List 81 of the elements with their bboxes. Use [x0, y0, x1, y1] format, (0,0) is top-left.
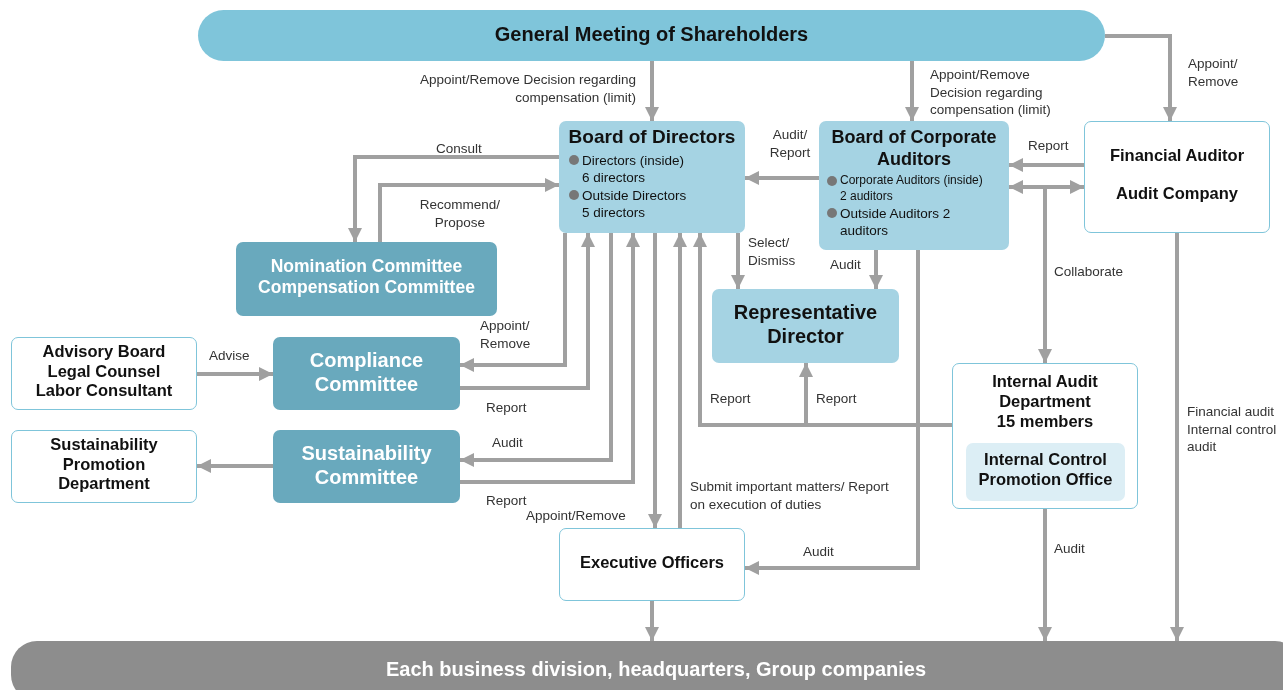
- member-count: Outside Directors 5 directors: [582, 186, 688, 222]
- edge-label: Appoint/Remove: [526, 508, 626, 525]
- edge-label: Audit: [830, 256, 861, 274]
- edge-label: Advise: [209, 347, 250, 365]
- organization-box: [559, 528, 745, 601]
- edge-label: Financial audit Internal control audit: [1187, 403, 1278, 456]
- arrow: [745, 171, 819, 185]
- arrow: [460, 233, 567, 372]
- node-text: Legal Counsel: [47, 361, 161, 382]
- edge-label: Report: [816, 390, 857, 408]
- node-title: Internal Audit Department: [991, 372, 1099, 412]
- arrow: [460, 233, 640, 484]
- node-title: Sustainability Promotion Department: [49, 434, 159, 495]
- arrow: [1038, 509, 1052, 641]
- business-band: [11, 641, 1283, 690]
- node-title: General Meeting of Shareholders: [494, 21, 809, 46]
- arrow: [1009, 185, 1052, 363]
- arrow: [197, 367, 273, 381]
- node-title: Each business division, headquarters, Group companies: [385, 657, 927, 681]
- node-title: Board of Corporate Auditors: [830, 127, 998, 171]
- committee-box: [273, 337, 460, 410]
- arrow: [905, 61, 919, 121]
- organ-box: [712, 289, 899, 363]
- node-title: Executive Officers: [580, 552, 724, 573]
- node-text: Compensation Committee: [258, 277, 475, 298]
- edge-label: Appoint/Remove Decision regarding compensation (limit): [930, 66, 1052, 119]
- arrow: [745, 250, 920, 575]
- edge-label: Select/ Dismiss: [748, 234, 797, 270]
- node-title: Board of Directors: [568, 126, 736, 149]
- arrow: [1009, 158, 1084, 172]
- edge-label: Collaborate: [1054, 263, 1124, 281]
- node-title: Sustainability Committee: [300, 440, 433, 489]
- node-text: Labor Consultant: [35, 381, 173, 402]
- node-title: Nomination Committee: [270, 256, 463, 277]
- organization-box: [952, 363, 1138, 509]
- node-text: Audit Company: [1116, 184, 1238, 204]
- node-title: Advisory Board: [42, 341, 166, 362]
- node-text: 15 members: [996, 411, 1094, 432]
- edge-label: Appoint/Remove Decision regarding compensation (limit): [418, 71, 636, 107]
- arrow: [197, 459, 273, 473]
- node-title: Representative Director: [732, 300, 879, 348]
- committee-box: [273, 430, 460, 503]
- edge-label: Report: [1028, 137, 1069, 155]
- edge-label: Report: [486, 399, 527, 417]
- arrow: [731, 233, 745, 289]
- arrow: [869, 250, 883, 289]
- member-count: Corporate Auditors (inside) 2 auditors: [840, 173, 984, 205]
- edge-label: Report: [486, 492, 527, 510]
- arrow: [645, 61, 659, 121]
- committee-box: [236, 242, 497, 316]
- meeting-banner: [198, 10, 1105, 61]
- edge-label: Audit: [492, 434, 523, 452]
- arrow: [645, 601, 659, 641]
- arrow: [648, 233, 662, 528]
- organization-box: [11, 337, 197, 410]
- arrow: [673, 233, 687, 528]
- member-count: Directors (inside) 6 directors: [582, 151, 686, 187]
- edge-label: Appoint/ Remove: [1188, 55, 1240, 91]
- node-title: Internal Control Promotion Office: [977, 450, 1114, 490]
- arrow: [1170, 233, 1184, 641]
- edge-label: Report: [710, 390, 751, 408]
- arrow: [1105, 34, 1177, 121]
- member-count: Outside Auditors 2 auditors: [840, 204, 952, 240]
- organization-box: [1084, 121, 1270, 233]
- edge-label: Recommend/ Propose: [418, 196, 502, 232]
- edge-label: Audit/ Report: [768, 126, 812, 162]
- organization-box: [11, 430, 197, 503]
- edge-label: Consult: [436, 140, 482, 158]
- node-title: Compliance Committee: [308, 347, 425, 396]
- arrow: [378, 178, 559, 242]
- edge-label: Appoint/ Remove: [480, 317, 532, 353]
- arrow: [460, 233, 595, 390]
- organ-box: [819, 121, 1009, 250]
- edge-label: Audit: [803, 543, 834, 561]
- node-title: Financial Auditor: [1109, 146, 1245, 166]
- arrow: [348, 155, 559, 242]
- edge-label: Audit: [1054, 540, 1085, 558]
- edge-label: Submit important matters/ Report on execution of duties: [690, 478, 890, 514]
- office-box: [966, 443, 1125, 501]
- organ-box: [559, 121, 745, 233]
- arrow: [460, 233, 613, 467]
